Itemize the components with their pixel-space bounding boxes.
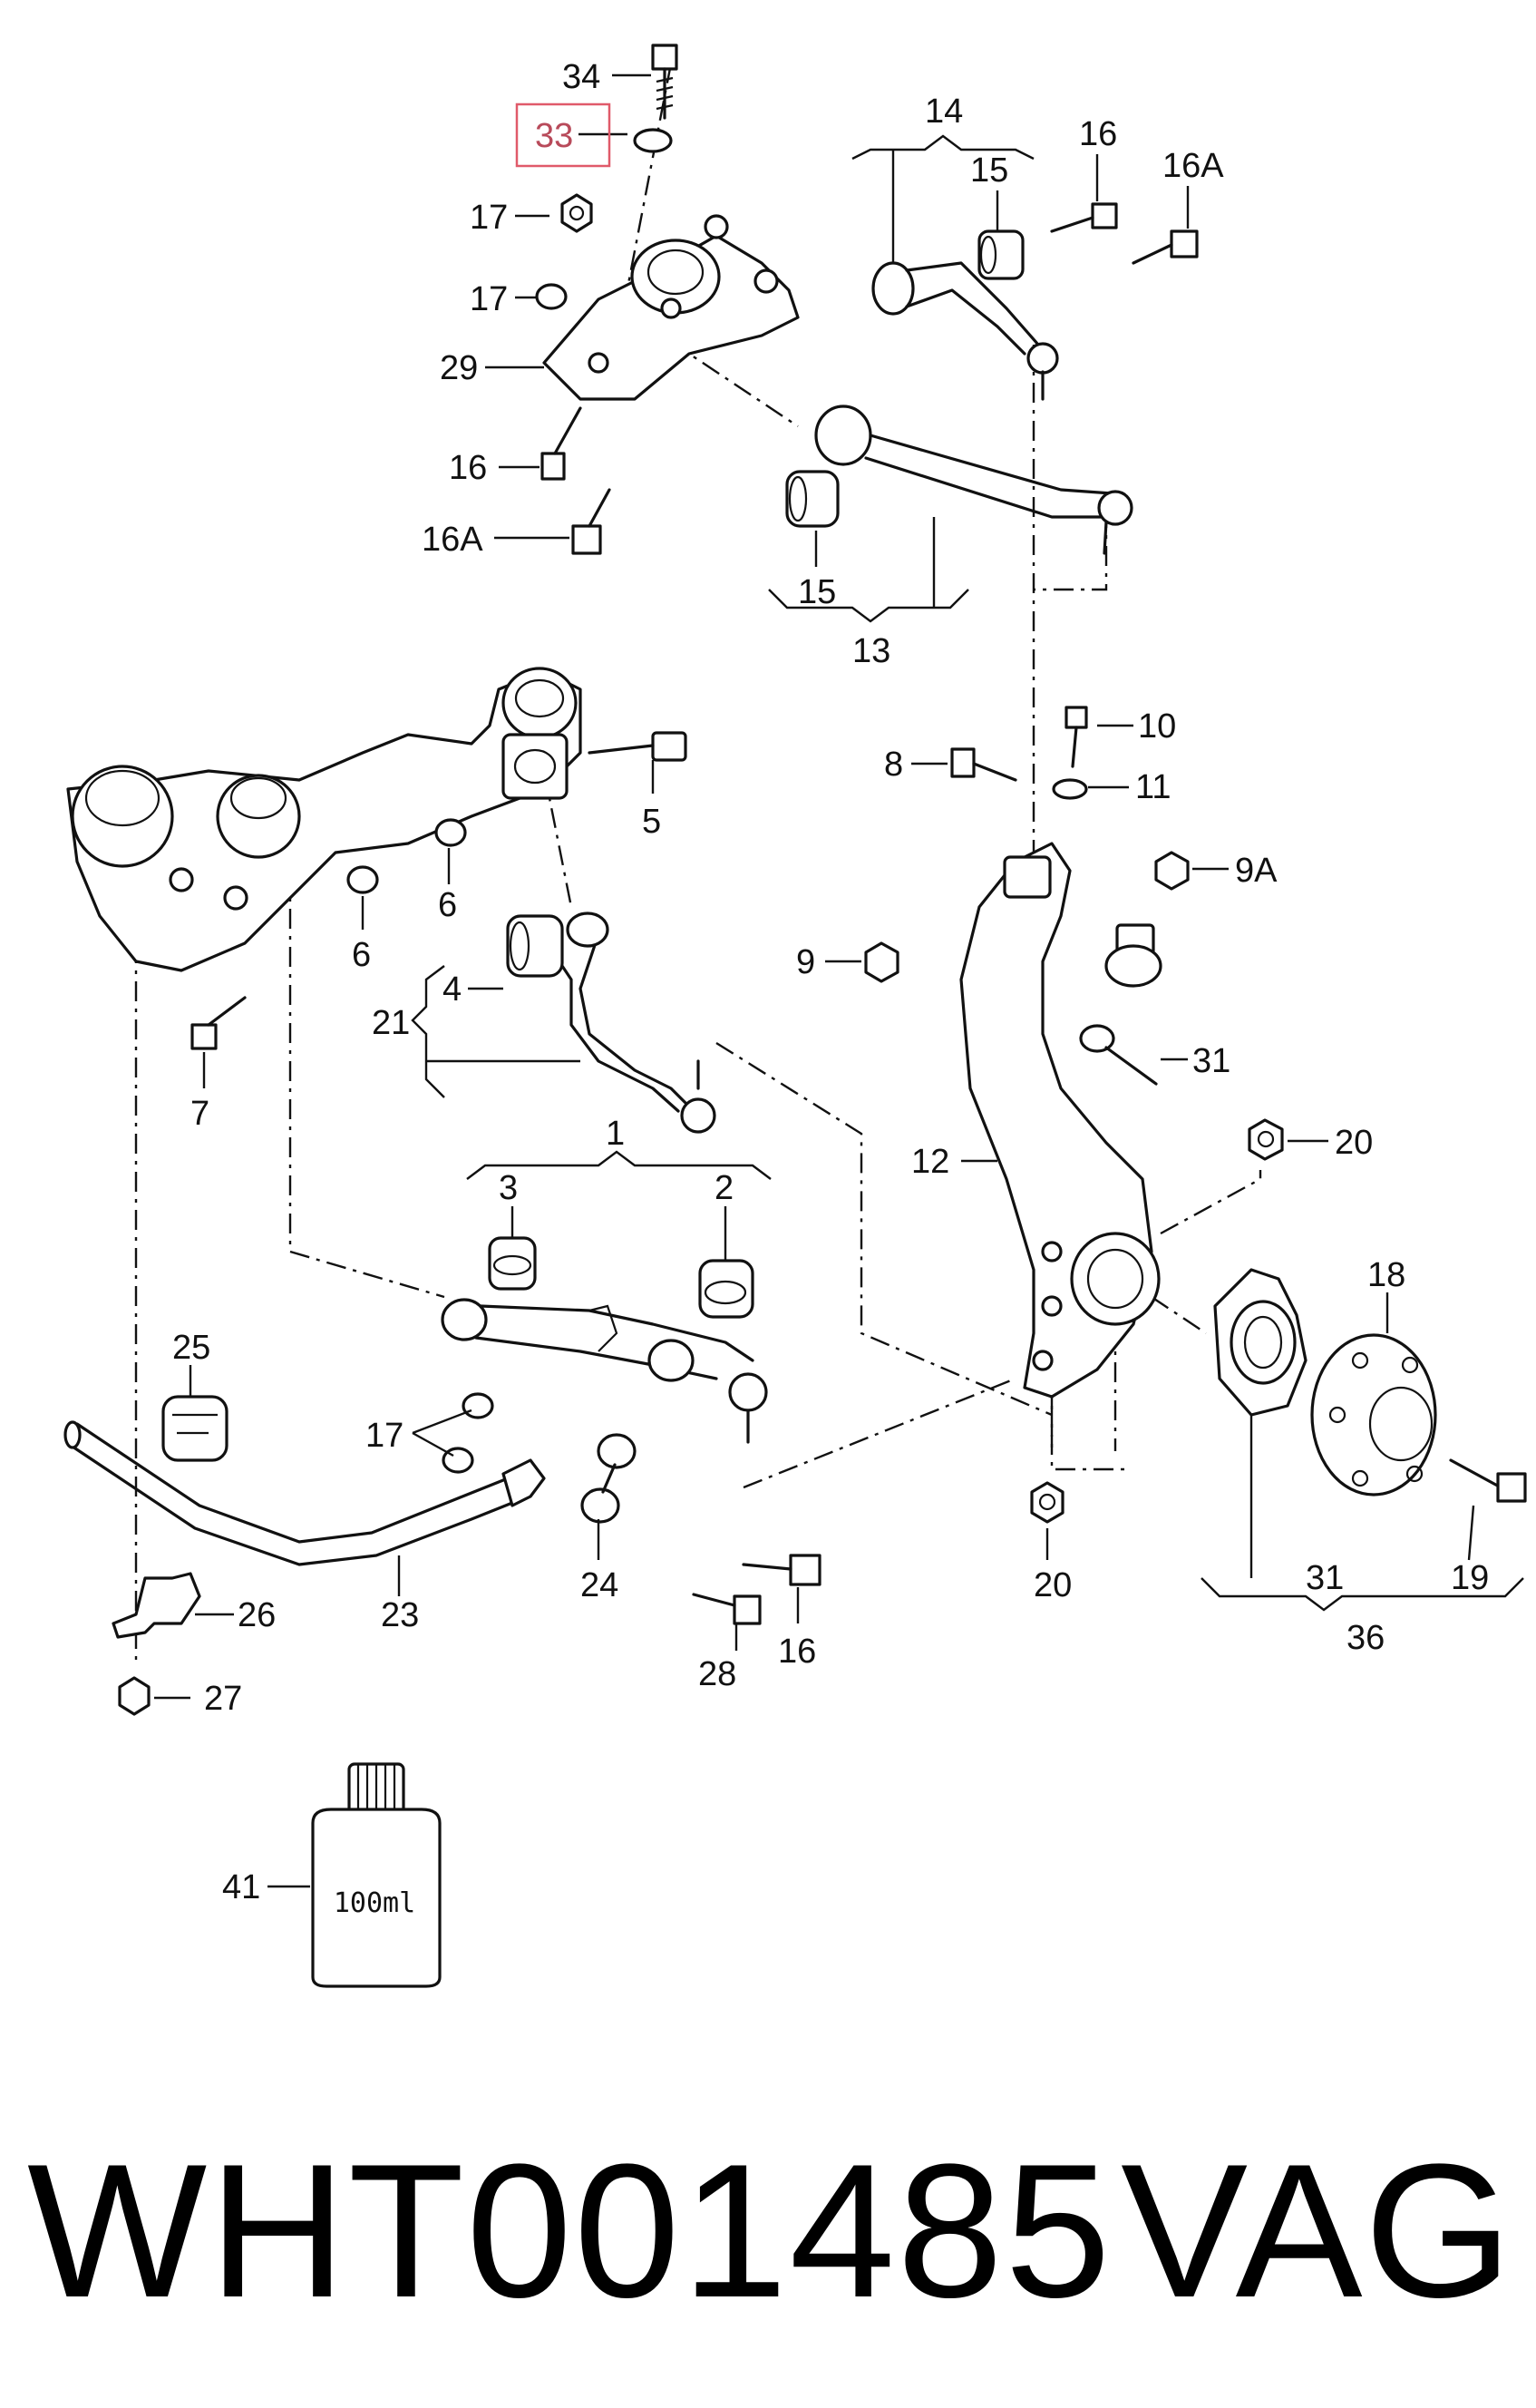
callout-16A: 16A (422, 521, 483, 559)
callout-10: 10 (1138, 707, 1176, 746)
callout-9A: 9A (1235, 852, 1278, 890)
callout-26: 26 (238, 1596, 276, 1634)
callout-14: 14 (925, 93, 963, 131)
callout-18: 18 (1367, 1256, 1405, 1294)
callout-25: 25 (172, 1329, 210, 1367)
callout-4: 4 (442, 970, 462, 1009)
callout-17: 17 (470, 199, 508, 237)
callout-7: 7 (190, 1095, 209, 1133)
subframe (66, 667, 582, 972)
callout-33-highlight (515, 102, 611, 168)
callout-17: 17 (365, 1417, 403, 1455)
nut-6-a (434, 818, 467, 847)
bolt-16-lower (742, 1554, 821, 1586)
bottle-volume-label: 100ml (334, 1887, 415, 1919)
callout-6: 6 (438, 886, 457, 924)
callout-17: 17 (470, 280, 508, 318)
nut-17-upper (560, 193, 593, 233)
callout-12: 12 (911, 1143, 949, 1181)
wheel-bearing-31 (1213, 1268, 1308, 1417)
callout-1: 1 (606, 1115, 625, 1153)
clamp-26 (112, 1572, 201, 1639)
leader-lines (154, 73, 1524, 1888)
bolt-28 (692, 1593, 762, 1625)
nut-17-cap (535, 283, 568, 310)
ball-joint-top (1104, 923, 1162, 988)
callout-2: 2 (715, 1169, 734, 1207)
nut-20-upper (1248, 1118, 1284, 1161)
callout-16A: 16A (1162, 147, 1224, 185)
washer-11 (1052, 778, 1088, 800)
bushing-25 (161, 1395, 228, 1462)
bushing-3 (488, 1236, 537, 1291)
callout-5: 5 (642, 803, 661, 841)
part-number-footer: WHT001485 VAG (27, 2113, 1514, 2349)
nut-9A (1154, 851, 1190, 891)
bolt-16-left (540, 406, 582, 481)
callout-31: 31 (1306, 1559, 1344, 1597)
callout-15: 15 (970, 151, 1008, 190)
bushing-2 (698, 1259, 754, 1319)
callout-33: 33 (535, 117, 573, 155)
bushing-15-lower (785, 470, 840, 528)
bushing-4 (506, 914, 564, 978)
bolt-5 (588, 731, 687, 762)
bolt-8 (950, 747, 1017, 782)
callout-3: 3 (499, 1169, 518, 1207)
nut-6-b (346, 865, 379, 894)
callout-31: 31 (1192, 1042, 1230, 1080)
callout-16: 16 (449, 449, 487, 487)
nut-9 (864, 941, 899, 983)
bottle-41: 100ml (311, 1762, 442, 1988)
callout-15: 15 (798, 573, 836, 611)
bolt-10 (1065, 706, 1088, 768)
brand-name: VAG (1121, 2124, 1514, 2337)
upper-arm-14 (871, 261, 1059, 401)
callout-labels: 34 33 17 17 29 16 16A 14 15 16 16A 15 13… (172, 58, 1489, 1906)
callout-24: 24 (580, 1566, 618, 1604)
bushing-15-upper (977, 229, 1025, 280)
callout-23: 23 (381, 1596, 419, 1634)
bolt-7 (190, 996, 247, 1050)
callout-28: 28 (698, 1655, 736, 1693)
nut-20-lower (1030, 1481, 1065, 1524)
bolt-34 (651, 44, 678, 120)
callout-9: 9 (796, 943, 815, 981)
callout-21: 21 (372, 1004, 410, 1042)
callout-20: 20 (1335, 1124, 1373, 1162)
callout-41: 41 (222, 1868, 260, 1906)
hub-bolt-19 (1449, 1458, 1527, 1503)
callout-20: 20 (1034, 1566, 1072, 1604)
guide-link-21 (551, 912, 716, 1134)
nuts-17-lower (442, 1392, 494, 1474)
lower-arm-1 (441, 1298, 768, 1444)
callout-8: 8 (884, 746, 903, 784)
washer-33 (633, 128, 673, 153)
nut-27 (118, 1676, 151, 1716)
callout-34: 34 (562, 58, 600, 96)
upper-mount-plate (542, 214, 800, 401)
callout-16: 16 (778, 1633, 816, 1671)
part-number: WHT001485 (27, 2124, 1113, 2337)
callout-29: 29 (440, 349, 478, 387)
callout-11: 11 (1135, 768, 1171, 806)
bolt-31-knuckle (1079, 1024, 1158, 1086)
wheel-hub-18 (1310, 1333, 1437, 1496)
callout-13: 13 (852, 632, 890, 670)
upper-arm-13 (814, 405, 1133, 555)
coupling-rod-24 (580, 1433, 637, 1524)
bolt-16A-left (571, 488, 611, 555)
callout-36: 36 (1346, 1619, 1385, 1657)
stabilizer-bar-23 (63, 1420, 546, 1566)
callout-27: 27 (204, 1680, 242, 1718)
bolt-16A-upper (1132, 229, 1199, 265)
callout-16: 16 (1079, 115, 1117, 153)
steering-knuckle-12 (959, 842, 1161, 1399)
callout-19: 19 (1451, 1559, 1489, 1597)
bolt-16-upper (1050, 202, 1118, 233)
callout-6: 6 (352, 936, 371, 974)
